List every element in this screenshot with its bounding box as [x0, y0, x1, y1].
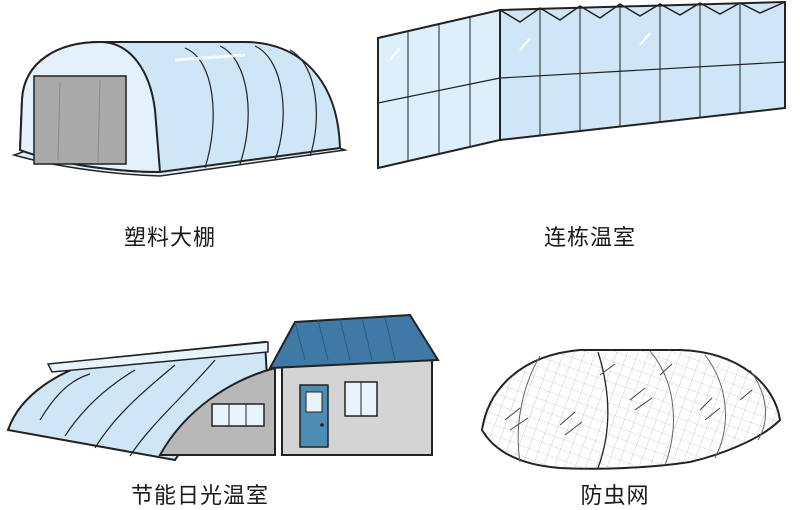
- solar-greenhouse-illustration: [6, 313, 440, 462]
- tunnel-door: [33, 75, 127, 165]
- house-roof: [268, 313, 440, 370]
- multispan-greenhouse-illustration: [377, 0, 786, 170]
- caption-solar-greenhouse: 节能日光温室: [130, 484, 269, 509]
- caption-insect-net: 防虫网: [580, 484, 650, 509]
- caption-multispan-greenhouse: 连栋温室: [543, 226, 636, 251]
- plastic-tunnel-illustration: [11, 40, 348, 177]
- caption-plastic-tunnel: 塑料大棚: [123, 226, 216, 251]
- insect-net-illustration: [480, 349, 782, 470]
